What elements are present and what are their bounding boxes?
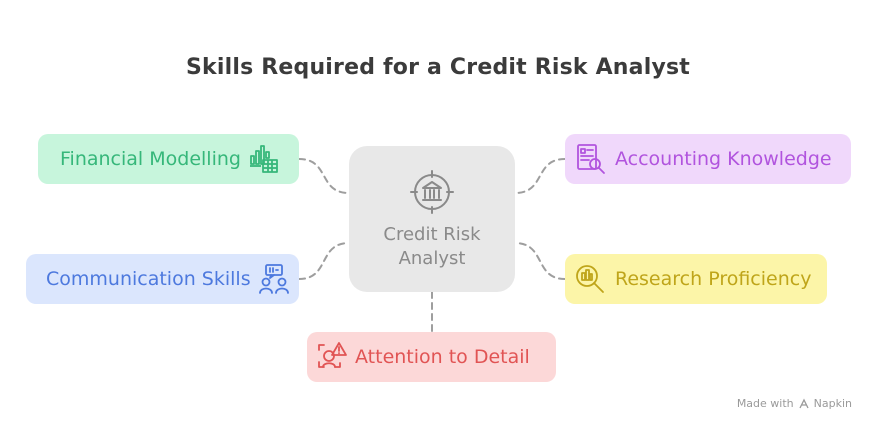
central-label-line2: Analyst — [398, 248, 466, 269]
node-attention-to-detail: Attention to Detail — [307, 332, 556, 382]
central-topic: Credit Risk Analyst — [349, 146, 515, 292]
central-label: Credit Risk Analyst — [349, 223, 515, 271]
connector-research — [514, 242, 566, 280]
report-magnify-icon — [573, 142, 607, 176]
connector-accounting — [514, 158, 566, 194]
bank-icon — [409, 169, 455, 215]
node-label: Financial Modelling — [60, 148, 241, 170]
node-accounting-knowledge: Accounting Knowledge — [565, 134, 851, 184]
node-label: Accounting Knowledge — [615, 148, 832, 170]
research-magnify-icon — [573, 262, 607, 296]
people-chat-icon — [257, 262, 291, 296]
footer-watermark: Made with Napkin — [737, 397, 852, 410]
node-financial-modelling: Financial Modelling — [38, 134, 299, 184]
node-label: Communication Skills — [46, 268, 251, 290]
connector-communication — [298, 242, 350, 280]
chart-table-icon — [247, 142, 281, 176]
node-communication-skills: Communication Skills — [26, 254, 299, 304]
node-label: Attention to Detail — [355, 346, 530, 368]
diagram-title: Skills Required for a Credit Risk Analys… — [185, 55, 691, 80]
node-label: Research Proficiency — [615, 268, 812, 290]
node-research-proficiency: Research Proficiency — [565, 254, 827, 304]
alert-focus-icon — [315, 340, 349, 374]
central-label-line1: Credit Risk — [383, 224, 481, 245]
napkin-logo-icon — [798, 398, 810, 410]
made-with-text: Made with — [736, 397, 794, 410]
brand-name: Napkin — [813, 397, 852, 410]
connector-financial — [298, 158, 350, 194]
